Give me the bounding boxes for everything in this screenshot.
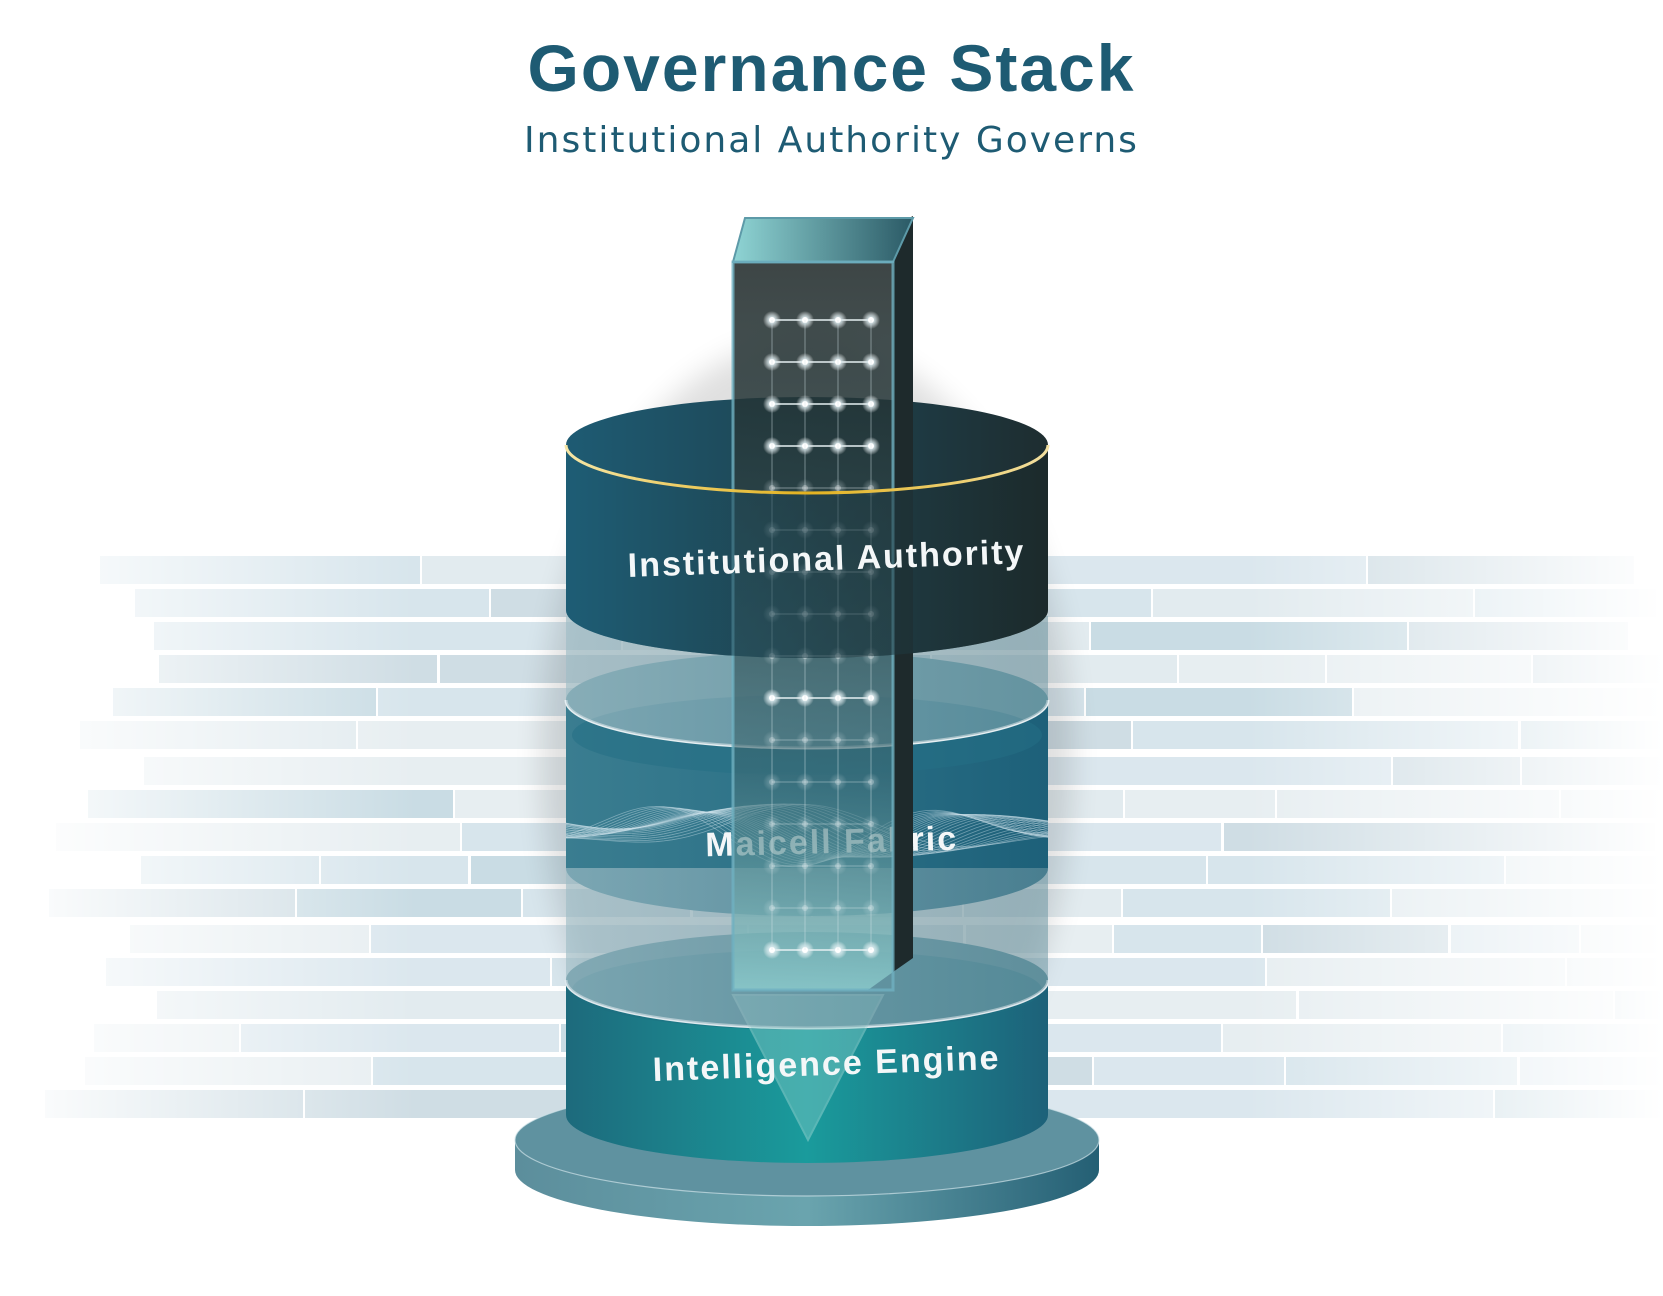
network-node [868, 401, 874, 407]
network-node [802, 947, 808, 953]
node-glow [763, 773, 781, 791]
network-node [769, 947, 775, 953]
node-glow [763, 815, 781, 833]
node-glow [862, 857, 880, 875]
network-node [769, 737, 775, 743]
network-node [802, 359, 808, 365]
network-node [769, 779, 775, 785]
network-node [868, 737, 874, 743]
node-glow [763, 899, 781, 917]
network-node [835, 821, 841, 827]
network-node [835, 443, 841, 449]
node-glow [796, 773, 814, 791]
network-node [868, 443, 874, 449]
node-glow [796, 899, 814, 917]
network-node [802, 863, 808, 869]
network-node [835, 863, 841, 869]
network-node [802, 401, 808, 407]
node-glow [829, 731, 847, 749]
network-node [769, 863, 775, 869]
network-node [769, 359, 775, 365]
network-node [868, 779, 874, 785]
network-node [769, 905, 775, 911]
network-node [868, 821, 874, 827]
layer-institutional-authority-front: Institutional Authority [564, 444, 1050, 658]
network-node [802, 695, 808, 701]
network-node [802, 779, 808, 785]
network-node [769, 317, 775, 323]
network-node [835, 905, 841, 911]
network-node [802, 485, 808, 491]
node-glow [796, 815, 814, 833]
node-glow [829, 899, 847, 917]
network-node [835, 485, 841, 491]
network-node [835, 401, 841, 407]
node-glow [763, 731, 781, 749]
network-node [769, 821, 775, 827]
network-node [868, 485, 874, 491]
node-glow [862, 773, 880, 791]
network-node [868, 863, 874, 869]
network-node [769, 485, 775, 491]
network-node [802, 821, 808, 827]
network-node [802, 443, 808, 449]
node-glow [796, 731, 814, 749]
node-glow [829, 773, 847, 791]
diagram-subtitle: Institutional Authority Governs [524, 120, 1139, 161]
node-glow [862, 899, 880, 917]
node-glow [763, 857, 781, 875]
network-node [868, 695, 874, 701]
network-node [802, 317, 808, 323]
node-glow [796, 857, 814, 875]
pillar-top [731, 217, 915, 263]
network-node [802, 905, 808, 911]
network-node [769, 695, 775, 701]
network-node [868, 359, 874, 365]
gold-rim [564, 444, 1050, 495]
network-node [835, 695, 841, 701]
network-node [868, 317, 874, 323]
network-node [835, 779, 841, 785]
node-glow [829, 815, 847, 833]
diagram-title: Governance Stack [527, 31, 1136, 105]
network-node [769, 443, 775, 449]
network-node [835, 737, 841, 743]
network-node [802, 737, 808, 743]
node-glow [862, 815, 880, 833]
network-node [868, 905, 874, 911]
network-node [868, 947, 874, 953]
network-node [835, 317, 841, 323]
network-node [769, 401, 775, 407]
network-node [835, 947, 841, 953]
node-glow [829, 857, 847, 875]
network-node [835, 359, 841, 365]
node-glow [862, 731, 880, 749]
